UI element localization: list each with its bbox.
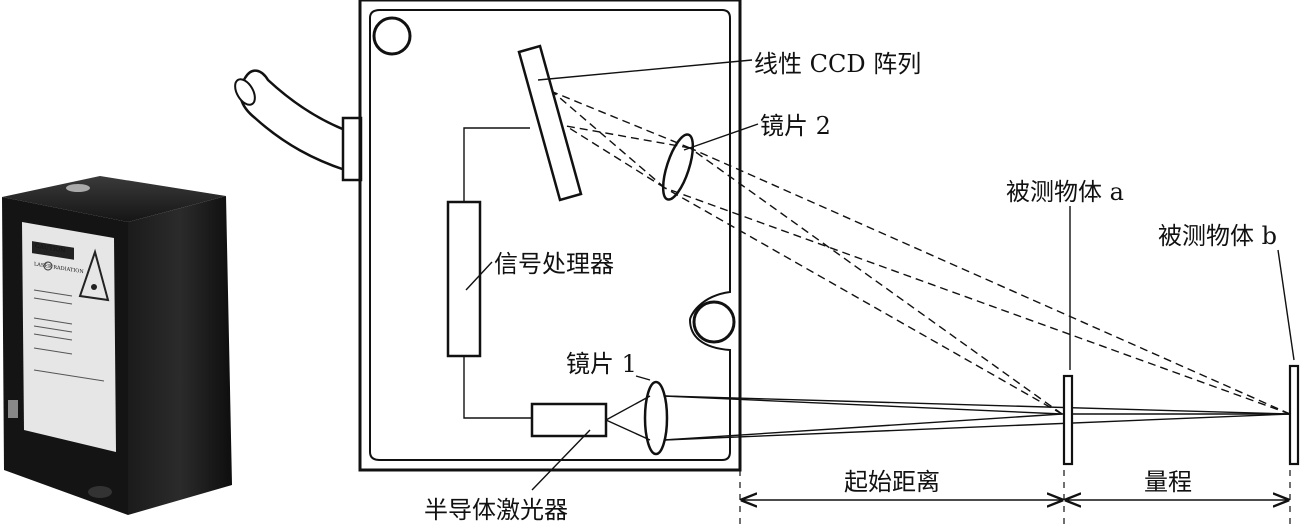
mounting-hole-side — [692, 300, 736, 344]
laser-warning-triangle-icon — [78, 248, 110, 302]
sensor-product-photo: CAUTION LASER RADIATION — [2, 176, 232, 515]
label-object-a: 被测物体 a — [1006, 178, 1124, 206]
target-objects — [1062, 364, 1300, 466]
label-ccd-array: 线性 CCD 阵列 — [754, 50, 921, 78]
label-laser: 半导体激光器 — [424, 496, 568, 524]
labels: 线性 CCD 阵列 镜片 2 被测物体 a 被测物体 b 信号处理器 镜片 1 … — [424, 50, 1277, 524]
ccd-array — [517, 44, 583, 202]
internal-components — [446, 44, 695, 456]
label-lens-2: 镜片 2 — [760, 112, 831, 140]
object-b — [1288, 364, 1300, 466]
leader-lines — [465, 59, 1295, 491]
label-range: 量程 — [1144, 468, 1192, 496]
lens-1 — [643, 380, 669, 456]
product-label — [22, 222, 116, 452]
caution-text: CAUTION — [35, 243, 65, 255]
sensor-housing — [358, 0, 742, 472]
lens-2 — [661, 133, 695, 201]
label-lens-1: 镜片 1 — [566, 350, 637, 378]
object-a — [1062, 374, 1074, 466]
caution-sticker — [32, 241, 74, 260]
sensor-cable — [234, 69, 363, 182]
label-start-distance: 起始距离 — [844, 468, 940, 496]
label-signal-processor: 信号处理器 — [494, 250, 614, 278]
label-object-b: 被测物体 b — [1158, 222, 1277, 250]
signal-processor — [446, 200, 482, 358]
mounting-hole-top — [372, 16, 412, 56]
label-fine-print — [33, 289, 105, 382]
beam-paths — [552, 91, 1291, 441]
semiconductor-laser — [530, 402, 608, 438]
dimension-lines — [739, 470, 1291, 527]
